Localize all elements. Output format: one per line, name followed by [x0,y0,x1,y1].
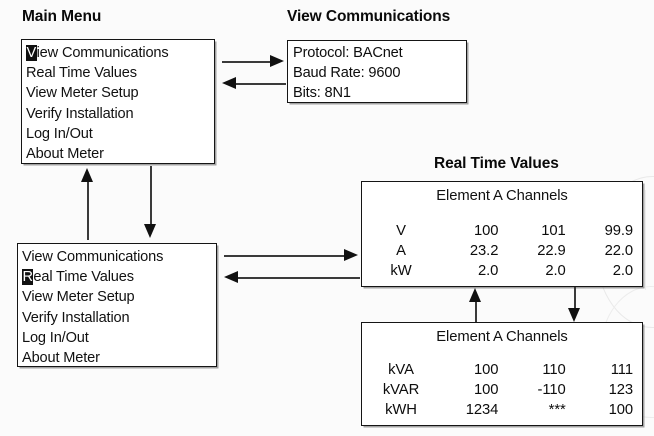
main-menu-title: Main Menu [22,8,102,25]
menu-item-log-in-out[interactable]: Log In/Out [26,124,214,144]
selection-highlight: R [22,269,34,286]
cell-value: 100 [473,382,499,398]
table-row: V 100 101 99.9 [362,221,642,241]
menu-item-label: View Communications [22,249,164,265]
menu-item-label: eal Time Values [33,269,134,286]
comm-protocol-line: Protocol: BACnet [293,45,403,61]
menu-item-label: Verify Installation [26,105,134,122]
arrow-head-left-comm-to-mainmenu [222,77,236,89]
menu-item-label: View Meter Setup [26,85,139,102]
menu-item-label: Log In/Out [26,125,93,142]
cell-value: 100 [473,223,499,239]
cell-value: 1234 [465,402,499,418]
cell-value: 2.0 [478,263,499,279]
menu-item-real-time-values[interactable]: Real Time Values [26,63,214,83]
menu-item-label: Verify Installation [22,309,130,326]
menu-item-verify-installation[interactable]: Verify Installation [26,104,214,124]
cell-value: 101 [541,223,566,239]
menu-item-view-meter-setup[interactable]: View Meter Setup [26,83,214,103]
cell-value: 2.0 [612,263,633,279]
cell-value: *** [548,402,566,418]
arrow-shaft-mainmenu-to-comm [222,61,274,63]
cell-value: 123 [608,382,633,398]
row-label: kVAR [382,382,420,398]
menu-item-about-meter[interactable]: About Meter [22,348,216,368]
arrow-head-right-mainmenu-to-comm [270,55,284,67]
table-row: kWH 1234 *** 100 [362,400,642,420]
table-row: kVAR 100 -110 123 [362,380,642,400]
menu-item-log-in-out[interactable]: Log In/Out [22,328,216,348]
arrow-shaft-table-to-secondmenu [238,277,360,279]
row-label: kW [390,263,412,279]
real-time-values-title: Real Time Values [434,155,559,172]
menu-item-verify-installation[interactable]: Verify Installation [22,308,216,328]
menu-item-view-meter-setup[interactable]: View Meter Setup [22,287,216,307]
menu-item-label: Real Time Values [26,65,137,82]
menu-item-about-meter[interactable]: About Meter [26,144,214,164]
menu-item-view-communications[interactable]: View Communications [26,43,214,63]
selection-highlight: V [26,45,37,61]
table-row: kVA 100 110 111 [362,360,642,380]
table-body: kVA 100 110 111 kVAR 100 -110 123 kWH 12… [362,345,642,425]
menu-item-label: Log In/Out [22,329,89,346]
table-header-element-a: Element A Channels [436,329,568,345]
cell-value: 22.9 [537,243,566,259]
cell-value: 22.0 [604,243,634,259]
table-header-element-a: Element A Channels [436,188,568,204]
real-time-values-table-top: Element A Channels V 100 101 99.9 A 23.2… [361,181,643,287]
second-menu-panel: View Communications Real Time Values Vie… [17,243,217,367]
real-time-values-table-bottom: Element A Channels kVA 100 110 111 kVAR … [361,322,643,426]
menu-item-view-communications[interactable]: View Communications [22,247,216,267]
menu-item-label: View Meter Setup [22,289,135,306]
table-row: kW 2.0 2.0 2.0 [362,261,642,281]
arrow-shaft-bottomtable-to-toptable [475,301,477,323]
arrow-shaft-secondmenu-to-mainmenu [87,182,89,240]
scan-artifact-line [645,190,646,290]
row-label: V [396,223,406,239]
second-menu-list: View Communications Real Time Values Vie… [18,244,216,366]
arrow-shaft-comm-to-mainmenu [236,83,286,85]
menu-item-label: About Meter [26,146,104,163]
menu-item-label: iew Communications [36,45,169,61]
table-body: V 100 101 99.9 A 23.2 22.9 22.0 kW 2.0 2… [362,204,642,286]
cell-value: 110 [542,362,566,378]
view-communications-panel: Protocol: BACnet Baud Rate: 9600 Bits: 8… [287,40,467,103]
view-communications-list: Protocol: BACnet Baud Rate: 9600 Bits: 8… [288,41,466,102]
arrow-shaft-mainmenu-to-secondmenu [150,166,152,224]
row-label: kVA [388,362,414,378]
table-row: A 23.2 22.9 22.0 [362,241,642,261]
cell-value: 23.2 [469,243,499,259]
arrow-head-right-secondmenu-to-table [344,249,358,261]
arrow-shaft-toptable-to-bottomtable [574,287,576,309]
cell-value: 100 [608,402,633,418]
arrow-head-up-secondmenu-to-mainmenu [81,168,93,182]
cell-value: -110 [537,382,566,398]
row-label: A [396,243,406,259]
view-communications-title: View Communications [287,8,451,25]
comm-baud-rate-line: Baud Rate: 9600 [293,65,401,81]
arrow-shaft-secondmenu-to-table [224,255,348,257]
main-menu-list: View Communications Real Time Values Vie… [22,40,214,163]
arrow-head-up-bottomtable-to-toptable [469,288,481,302]
row-label: kWH [385,402,417,418]
menu-item-real-time-values[interactable]: Real Time Values [22,267,216,287]
arrow-head-down-mainmenu-to-secondmenu [144,224,156,238]
cell-value: 111 [610,362,633,378]
arrow-head-down-toptable-to-bottomtable [568,308,580,322]
arrow-head-left-table-to-secondmenu [224,271,238,283]
main-menu-panel: View Communications Real Time Values Vie… [21,39,215,164]
cell-value: 99.9 [604,223,634,239]
comm-bits-line: Bits: 8N1 [293,85,351,101]
cell-value: 100 [473,362,499,378]
cell-value: 2.0 [545,263,566,279]
menu-item-label: About Meter [22,350,100,367]
